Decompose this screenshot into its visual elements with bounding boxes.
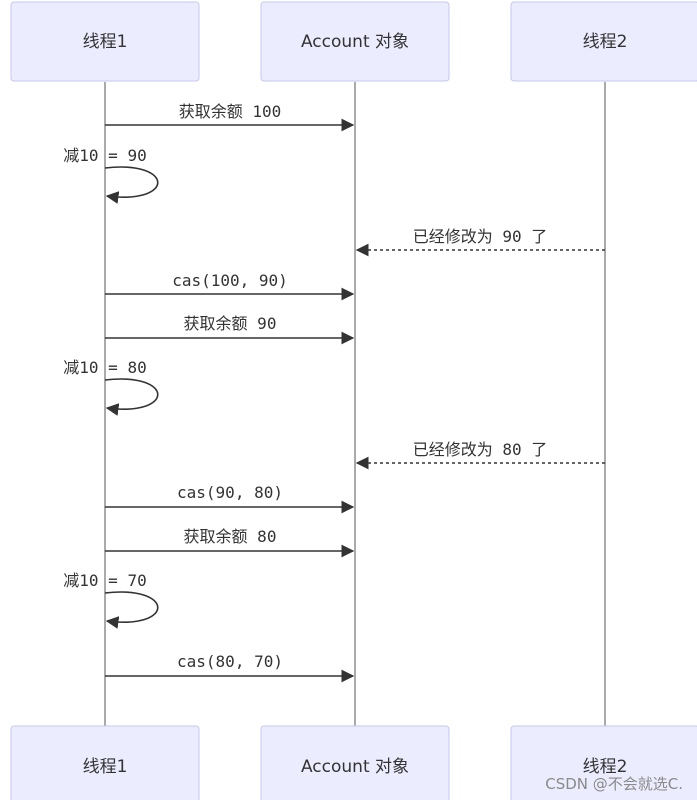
actor-account-bottom-label: Account 对象 [301, 757, 409, 777]
message-get-balance-80: 获取余额 80 [105, 527, 355, 558]
actor-thread1-top-label: 线程1 [83, 32, 128, 52]
message-subtract-to-80: 减10 = 80 [63, 358, 159, 416]
actor-thread2-top: 线程2 [510, 1, 697, 82]
actor-account-bottom: Account 对象 [260, 725, 450, 800]
message-label: 获取余额 90 [184, 314, 277, 333]
actor-thread1-bottom-label: 线程1 [83, 757, 128, 777]
message-subtract-to-90: 减10 = 90 [63, 146, 159, 204]
actor-account-top: Account 对象 [260, 1, 450, 82]
message-cas-80-70: cas(80, 70) [105, 652, 355, 683]
message-label: 减10 = 80 [63, 358, 146, 377]
actor-thread2-bottom-label: 线程2 [583, 757, 628, 777]
self-loop-arrow [104, 166, 159, 204]
actor-thread1-bottom: 线程1 [10, 725, 200, 800]
message-modified-to-80: 已经修改为 80 了 [355, 440, 605, 470]
actor-thread2-bottom: 线程2 [510, 725, 697, 800]
actor-thread1-top: 线程1 [10, 1, 200, 82]
message-cas-90-80: cas(90, 80) [105, 483, 355, 514]
message-label: 已经修改为 90 了 [413, 227, 548, 246]
message-label: 获取余额 100 [179, 102, 282, 121]
message-label: cas(80, 70) [177, 652, 283, 671]
message-modified-to-90: 已经修改为 90 了 [355, 227, 605, 257]
actor-thread2-top-label: 线程2 [583, 32, 628, 52]
message-label: 获取余额 80 [184, 527, 277, 546]
message-label: 减10 = 70 [63, 571, 146, 590]
message-get-balance-100: 获取余额 100 [105, 102, 355, 132]
footer-credit: CSDN @不会就选C. [545, 775, 683, 793]
self-loop-arrow [104, 378, 159, 416]
self-loop-arrow [104, 591, 159, 629]
message-label: cas(90, 80) [177, 483, 283, 502]
message-label: 减10 = 90 [63, 146, 146, 165]
message-get-balance-90: 获取余额 90 [105, 314, 355, 345]
message-subtract-to-70: 减10 = 70 [63, 571, 159, 629]
message-label: 已经修改为 80 了 [413, 440, 548, 459]
message-label: cas(100, 90) [172, 271, 288, 290]
actor-account-top-label: Account 对象 [301, 32, 409, 52]
message-cas-100-90: cas(100, 90) [105, 271, 355, 301]
